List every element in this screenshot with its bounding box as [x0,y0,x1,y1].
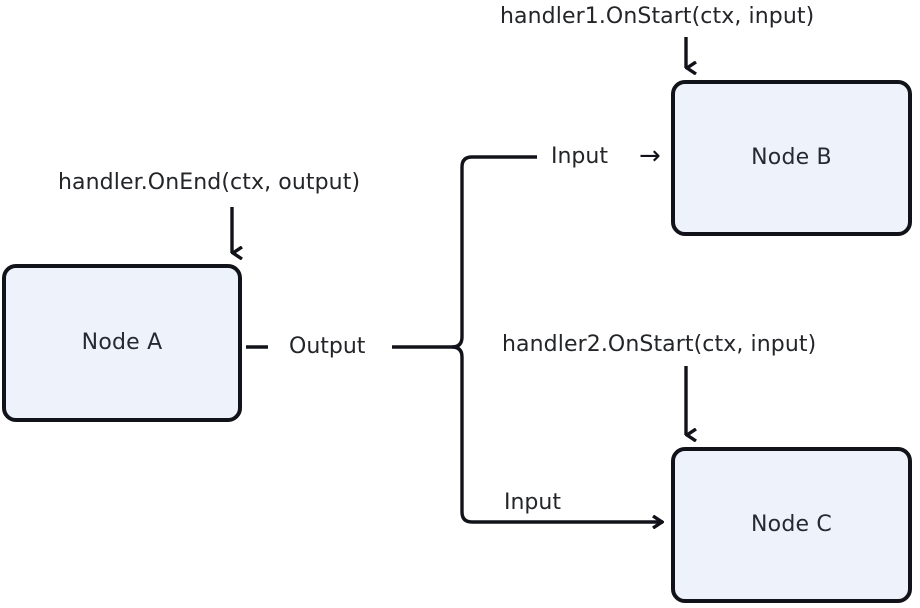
node-b-label: Node B [751,145,832,170]
node-c-label: Node C [751,512,832,537]
connector-branch-to-node-b [451,155,537,349]
handler2-on-start-label: handler2.OnStart(ctx, input) [502,332,817,357]
node-a-box[interactable]: Node A [2,264,242,422]
input-edge-label-node-b: Input [545,146,614,168]
connector-branch-to-node-c [451,345,663,522]
handler1-on-start-label: handler1.OnStart(ctx, input) [500,4,815,29]
input-arrow-right-icon: → [639,141,661,171]
input-edge-label-node-c: Input [498,492,567,514]
node-b-box[interactable]: Node B [671,80,912,236]
output-edge-label: Output [283,336,372,358]
node-a-label: Node A [81,330,163,355]
handler-on-end-label: handler.OnEnd(ctx, output) [58,170,361,195]
node-c-box[interactable]: Node C [671,447,912,603]
